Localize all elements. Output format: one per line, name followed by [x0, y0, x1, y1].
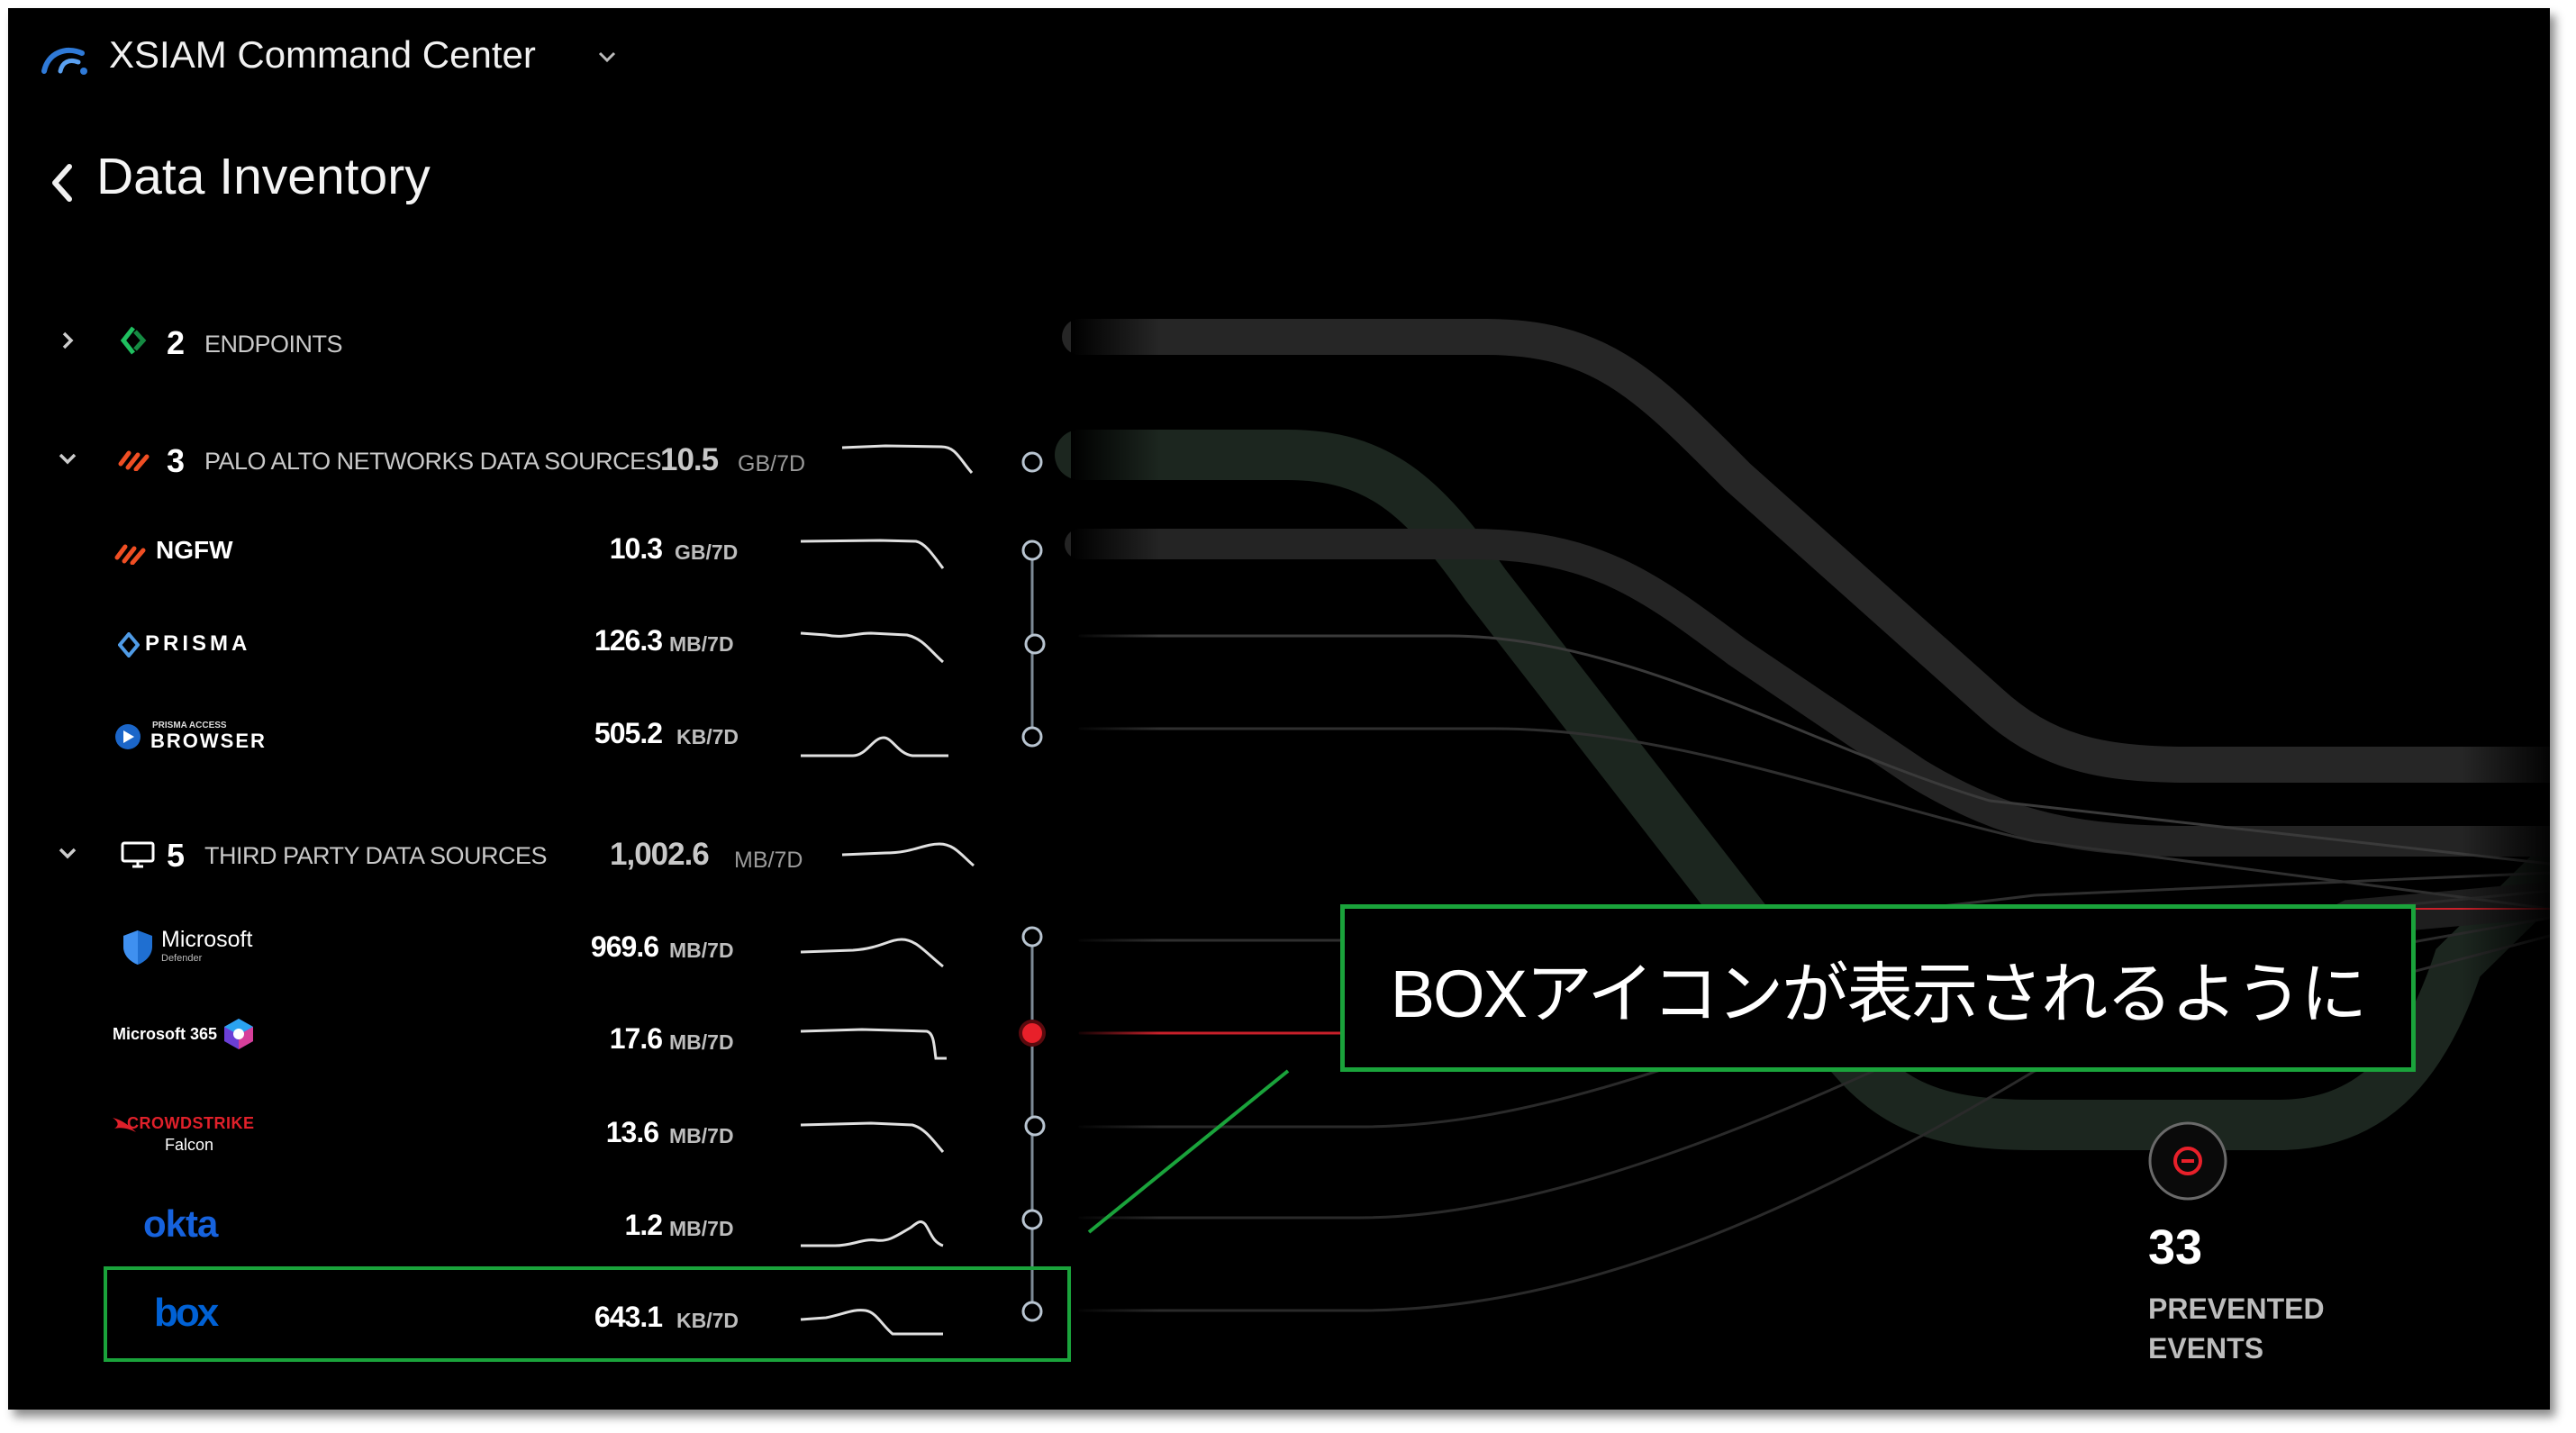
source-volume: 505.2	[594, 717, 663, 749]
chevron-down-icon[interactable]	[55, 446, 80, 471]
connector-node[interactable]	[1020, 449, 1045, 475]
sparkline	[800, 938, 944, 968]
back-chevron-icon[interactable]	[46, 159, 77, 206]
prevented-label: PREVENTED EVENTS	[2148, 1289, 2325, 1368]
sparkline	[800, 1309, 943, 1336]
microsoft-365-icon	[224, 1019, 253, 1049]
data-flow-visualization	[1030, 278, 2550, 1359]
palo-alto-icon	[114, 544, 146, 565]
page-title: Data Inventory	[96, 148, 431, 205]
group-volume: 1,002.6	[610, 837, 710, 872]
group-volume: 10.5	[660, 442, 719, 477]
source-volume: 13.6	[605, 1116, 659, 1148]
chevron-down-icon[interactable]	[55, 840, 80, 866]
falcon-sublabel: Falcon	[165, 1136, 214, 1154]
annotation-callout-text: BOXアイコンが表示されるように	[1390, 956, 2368, 1031]
source-unit: GB/7D	[675, 540, 739, 564]
sparkline	[841, 444, 974, 474]
connector-node[interactable]	[1020, 538, 1045, 563]
source-unit: KB/7D	[676, 1309, 739, 1332]
prevented-icon[interactable]	[2147, 1120, 2228, 1202]
box-logo: box	[154, 1291, 219, 1335]
chevron-down-icon[interactable]	[594, 46, 621, 68]
prevented-label-line1: PREVENTED	[2148, 1292, 2325, 1325]
sparkline	[801, 1220, 944, 1247]
connector-node[interactable]	[1022, 1113, 1048, 1138]
group-label: ENDPOINTS	[204, 331, 343, 358]
annotation-callout-box	[1340, 904, 2416, 1072]
endpoint-icon	[120, 326, 147, 355]
source-unit: MB/7D	[669, 939, 734, 962]
group-label: PALO ALTO NETWORKS DATA SOURCES	[204, 448, 662, 475]
app-title[interactable]: XSIAM Command Center	[109, 33, 536, 76]
browser-icon	[115, 724, 141, 749]
connector-node[interactable]	[1020, 724, 1045, 749]
defender-shield-icon	[123, 930, 152, 965]
prevented-label-line2: EVENTS	[2148, 1332, 2264, 1365]
browser-logo: BROWSER	[150, 730, 267, 752]
okta-logo: okta	[143, 1202, 218, 1245]
source-volume: 969.6	[590, 930, 659, 963]
browser-logo-small: PRISMA ACCESS	[152, 721, 227, 730]
prisma-icon	[118, 632, 140, 658]
microsoft-logo: Microsoft	[161, 927, 253, 952]
group-unit: GB/7D	[738, 451, 806, 476]
connector-node[interactable]	[1020, 1207, 1045, 1232]
source-volume: 10.3	[609, 532, 663, 565]
group-count: 2	[167, 324, 186, 361]
annotation-highlight-box	[104, 1266, 1071, 1362]
crowdstrike-logo: CROWDSTRIKE	[127, 1114, 255, 1132]
source-unit: MB/7D	[669, 1030, 734, 1054]
source-unit: MB/7D	[669, 1217, 734, 1240]
source-volume: 126.3	[594, 624, 663, 657]
source-volume: 643.1	[594, 1301, 663, 1333]
source-volume: 17.6	[609, 1022, 663, 1055]
chevron-right-icon[interactable]	[55, 328, 80, 353]
sparkline	[841, 842, 975, 867]
app-window: XSIAM Command Center Data Inventory 2 EN…	[8, 8, 2550, 1410]
prevented-count: 33	[2148, 1220, 2203, 1274]
group-label: THIRD PARTY DATA SOURCES	[204, 842, 548, 869]
monitor-icon	[121, 841, 155, 868]
group-unit: MB/7D	[734, 848, 803, 873]
defender-sublabel: Defender	[161, 953, 203, 964]
palo-alto-icon	[118, 450, 150, 471]
prisma-logo: PRISMA	[145, 631, 251, 656]
ngfw-logo: NGFW	[156, 536, 233, 564]
alert-connector-node[interactable]	[1017, 1018, 1048, 1048]
sparkline	[800, 539, 945, 569]
group-count: 5	[167, 837, 186, 874]
source-unit: MB/7D	[669, 632, 734, 656]
crowdstrike-falcon-icon	[113, 1118, 136, 1132]
source-unit: MB/7D	[669, 1124, 734, 1147]
connector-node[interactable]	[1020, 1299, 1045, 1324]
xsiam-logo-icon	[41, 47, 87, 75]
source-volume: 1.2	[624, 1209, 663, 1241]
connector-node[interactable]	[1022, 631, 1048, 657]
callout-pointer	[1087, 1069, 1290, 1234]
sparkline	[801, 736, 948, 757]
connector-node[interactable]	[1020, 924, 1045, 949]
sparkline	[800, 1121, 945, 1153]
sparkline	[800, 1028, 947, 1060]
source-unit: KB/7D	[676, 725, 739, 748]
sparkline	[800, 631, 944, 664]
microsoft-365-logo: Microsoft 365	[113, 1025, 218, 1043]
group-count: 3	[167, 442, 186, 479]
